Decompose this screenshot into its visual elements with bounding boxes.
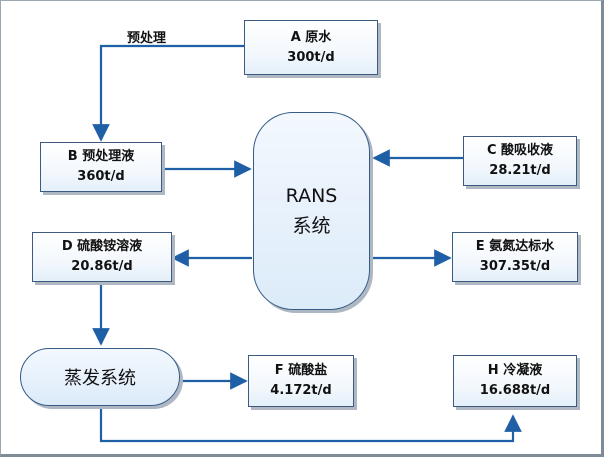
rans-title: RANS	[285, 185, 338, 207]
arrow-evap-to-h	[99, 407, 522, 443]
node-e-name: E 氨氮达标水	[475, 239, 555, 254]
rans-system: RANS 系统	[253, 112, 370, 310]
node-b-name: B 预处理液	[67, 149, 135, 164]
rans-subtitle: 系统	[292, 215, 331, 237]
node-e-ammonia-compliant-water: E 氨氮达标水 307.35t/d	[452, 232, 578, 282]
node-c-value: 28.21t/d	[489, 163, 551, 178]
node-h-value: 16.688t/d	[479, 383, 551, 398]
arrow-a-to-b	[92, 44, 244, 142]
node-a-name: A 原水	[290, 29, 332, 45]
node-e-value: 307.35t/d	[479, 259, 551, 274]
node-b-pretreatment-liquid: B 预处理液 360t/d	[40, 142, 162, 192]
node-b-value: 360t/d	[77, 169, 125, 184]
node-d-value: 20.86t/d	[71, 259, 133, 274]
edge-label-pretreat: 预处理	[127, 31, 167, 46]
node-f-name: F 硫酸盐	[274, 363, 328, 378]
node-h-name: H 冷凝液	[487, 363, 543, 378]
evap-label: 蒸发系统	[64, 368, 136, 389]
node-f-value: 4.172t/d	[270, 383, 332, 398]
node-h-condensate: H 冷凝液 16.688t/d	[453, 355, 577, 407]
node-a-raw-water: A 原水 300t/d	[244, 20, 378, 75]
evaporation-system: 蒸发系统	[20, 348, 180, 406]
node-d-ammonium-sulfate-solution: D 硫酸铵溶液 20.86t/d	[32, 232, 172, 282]
node-c-name: C 酸吸收液	[486, 143, 554, 158]
node-c-acid-absorption-liquid: C 酸吸收液 28.21t/d	[463, 136, 577, 186]
node-a-value: 300t/d	[287, 49, 335, 65]
node-f-sulfate: F 硫酸盐 4.172t/d	[248, 355, 354, 407]
node-d-name: D 硫酸铵溶液	[61, 239, 143, 254]
